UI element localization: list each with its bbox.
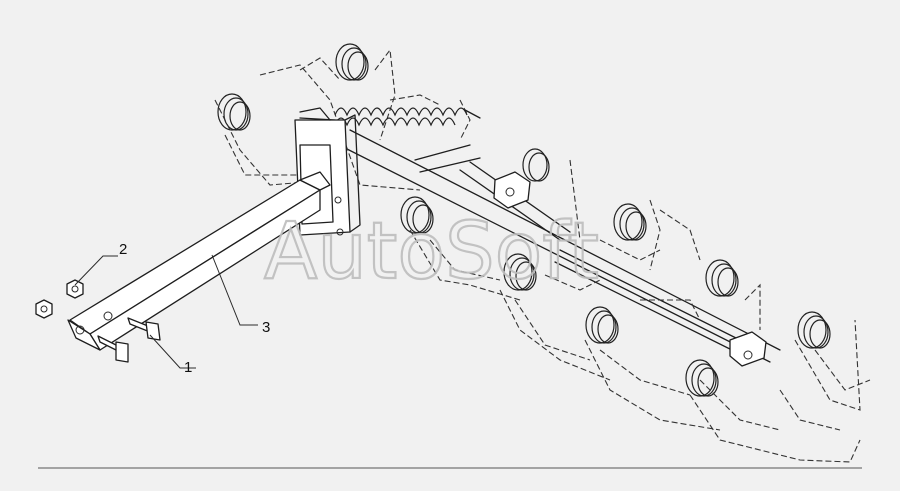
coil-spring-low-2	[705, 259, 739, 297]
nut-upper	[66, 279, 84, 299]
hub-bracket-upper	[493, 171, 531, 209]
rake-assembly	[214, 43, 871, 463]
coil-spring-low-4	[797, 311, 831, 349]
callout-2: 2	[119, 241, 127, 258]
nut-lower	[35, 299, 53, 319]
coil-spring-top-2	[217, 93, 251, 131]
coil-spring-mid-3	[613, 203, 647, 241]
bolt-lower	[97, 335, 129, 363]
coil-spring-low-3	[685, 359, 719, 397]
arm-bar	[67, 171, 331, 351]
coil-spring-top-1	[335, 43, 369, 81]
callout-3: 3	[262, 319, 270, 336]
coil-spring-center	[522, 148, 550, 182]
tines	[214, 48, 871, 463]
coil-spring-mid-1	[400, 196, 434, 234]
coil-spring-mid-2	[503, 253, 537, 291]
callout-leaders	[74, 254, 258, 369]
coil-spring-low-1	[585, 306, 619, 344]
bolt-upper	[127, 317, 161, 341]
hub-bracket-lower	[729, 331, 767, 367]
watermark: AutoSoft	[264, 207, 599, 297]
callout-1: 1	[184, 359, 192, 376]
